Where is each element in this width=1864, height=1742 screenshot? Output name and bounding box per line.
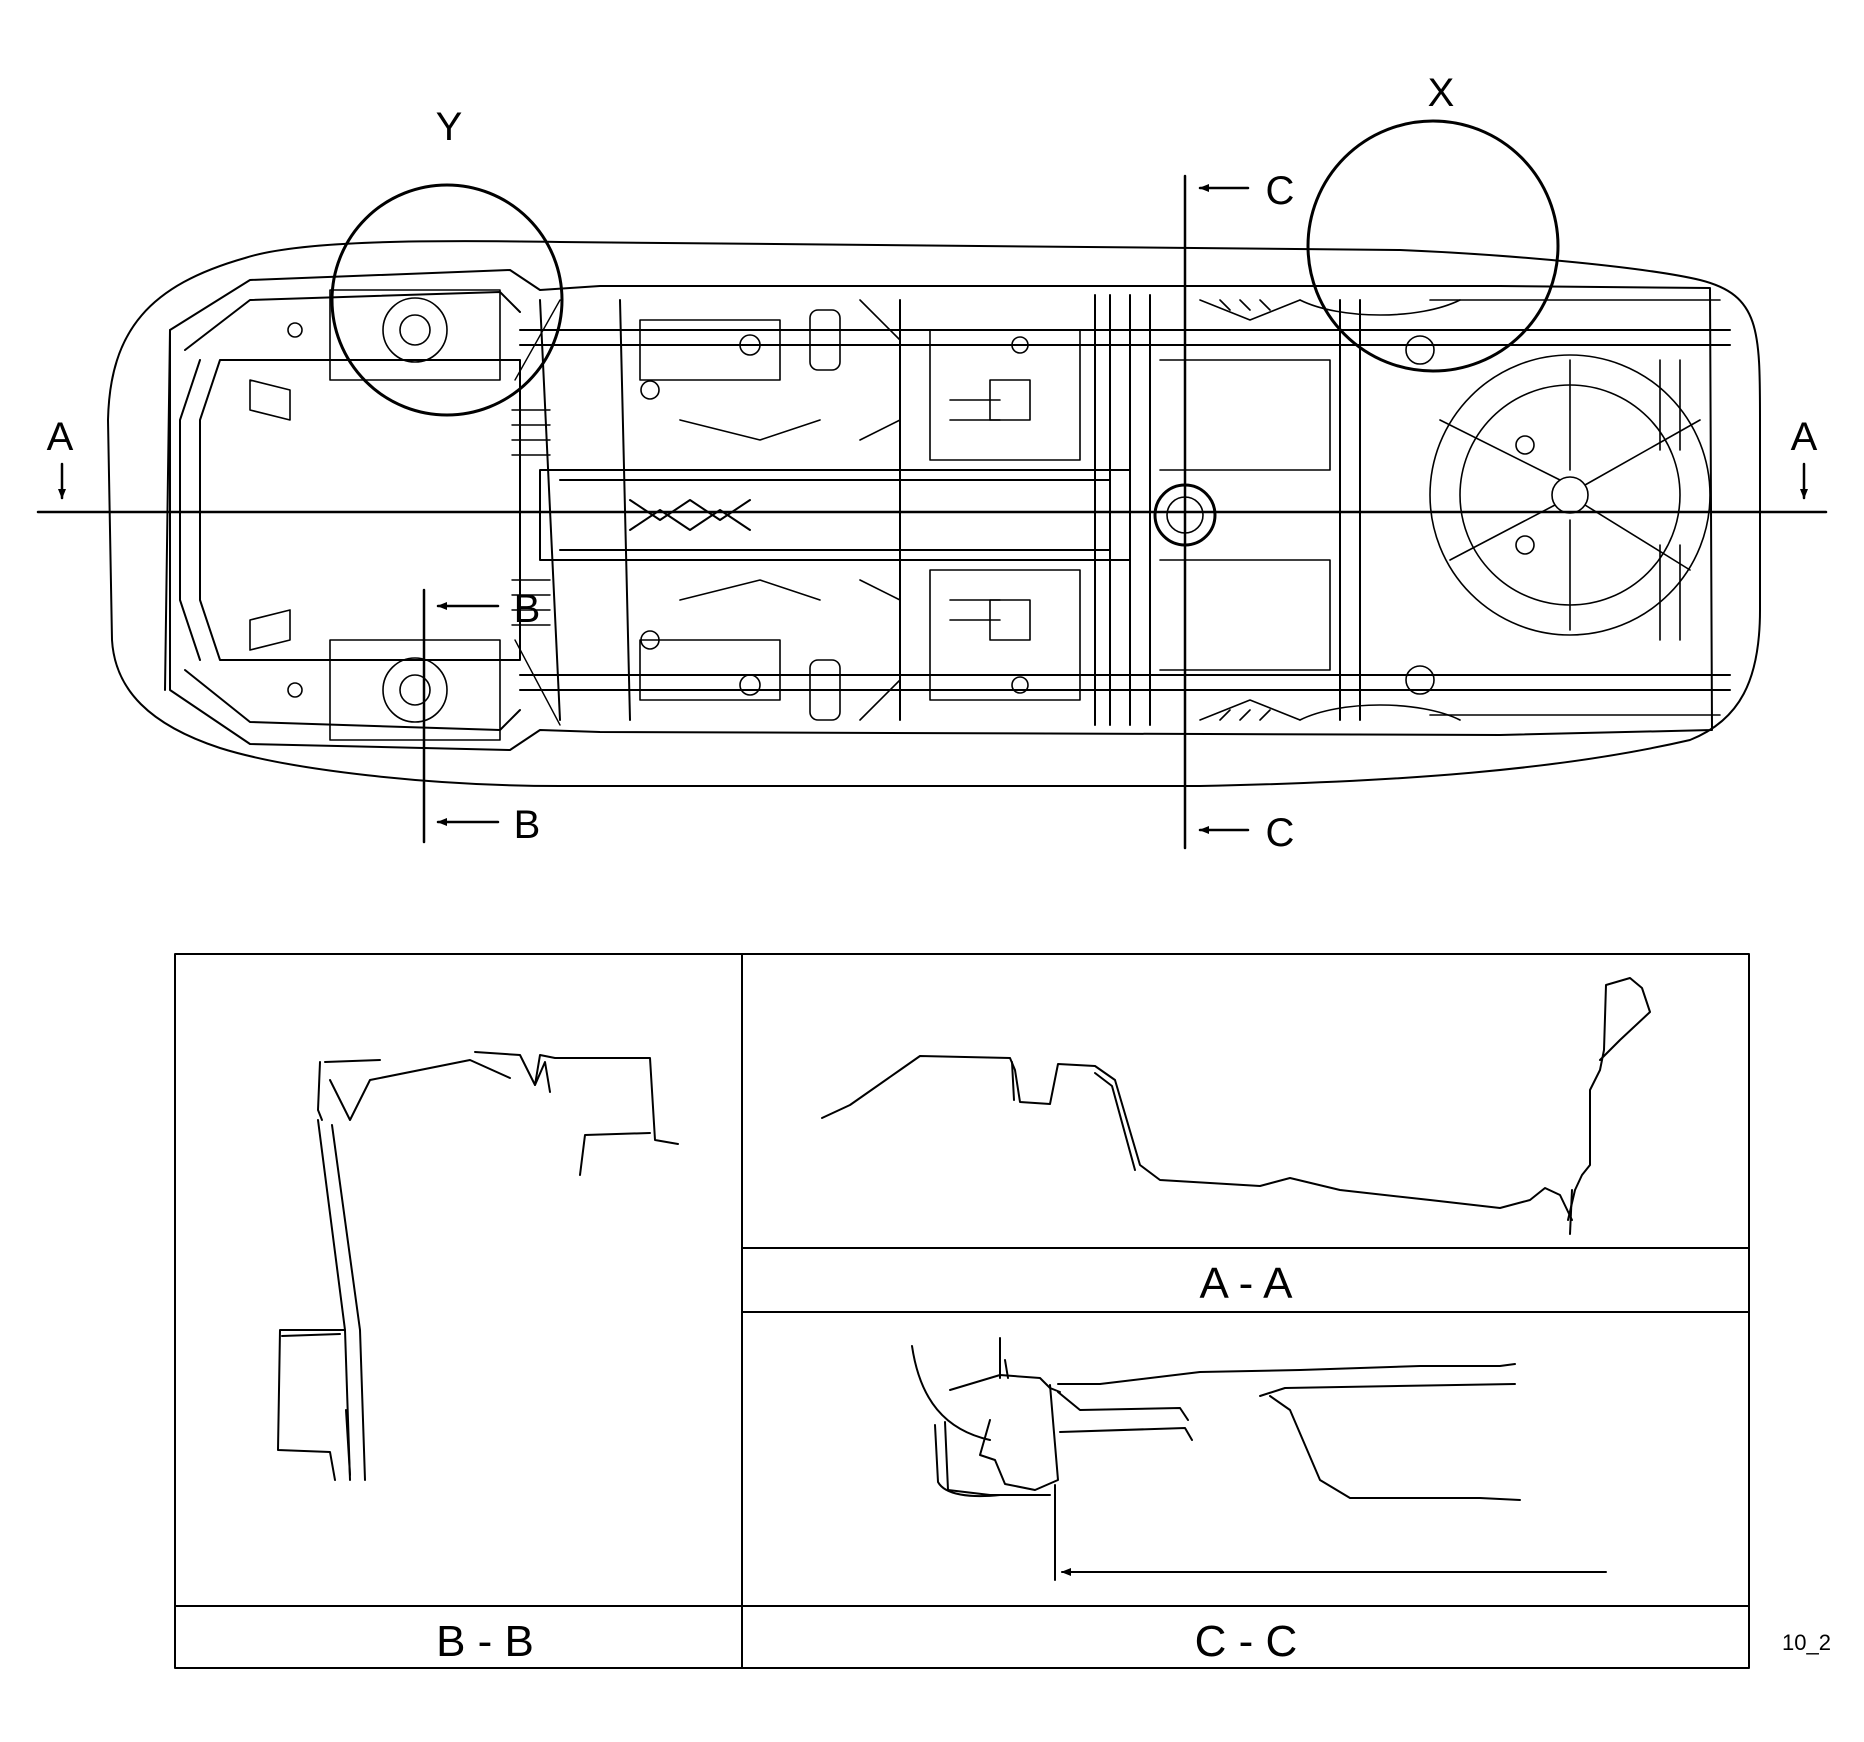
section-cc-profile (911, 1337, 1521, 1581)
engine-bay-opening (199, 359, 521, 661)
longitudinal-rails (519, 299, 1731, 721)
detail-circle-y (330, 183, 564, 417)
marker-b-top: B (514, 587, 541, 631)
marker-a-right: A (1791, 415, 1818, 459)
body-outline (107, 240, 1761, 787)
callout-y: Y (436, 105, 463, 149)
section-bb-profile (277, 1051, 679, 1481)
figure-id: 10_2 (1782, 1630, 1831, 1655)
front-suspension-towers (249, 289, 501, 741)
section-views-table: A - A B - B C - C (174, 953, 1750, 1669)
firewall-ribs (511, 299, 561, 726)
spare-tire-well (1429, 299, 1721, 716)
fuel-tank-area (1153, 299, 1331, 721)
section-aa-title: A - A (1200, 1259, 1294, 1308)
callout-x: X (1428, 71, 1455, 115)
front-frame (164, 269, 1713, 751)
section-bb-title: B - B (436, 1617, 534, 1666)
detail-circle-x (1306, 119, 1560, 373)
marker-c-top: C (1266, 169, 1295, 213)
underbody-plan-view: Y X A A B B C C (36, 71, 1828, 855)
floor-pan-details (639, 299, 1081, 721)
rear-suspension-mounts (1299, 299, 1535, 721)
marker-a-left: A (47, 415, 74, 459)
marker-c-bottom: C (1266, 811, 1295, 855)
section-cc-title: C - C (1195, 1617, 1298, 1666)
center-tunnel (539, 469, 1131, 561)
section-aa-profile (821, 977, 1651, 1235)
marker-b-bottom: B (514, 803, 541, 847)
